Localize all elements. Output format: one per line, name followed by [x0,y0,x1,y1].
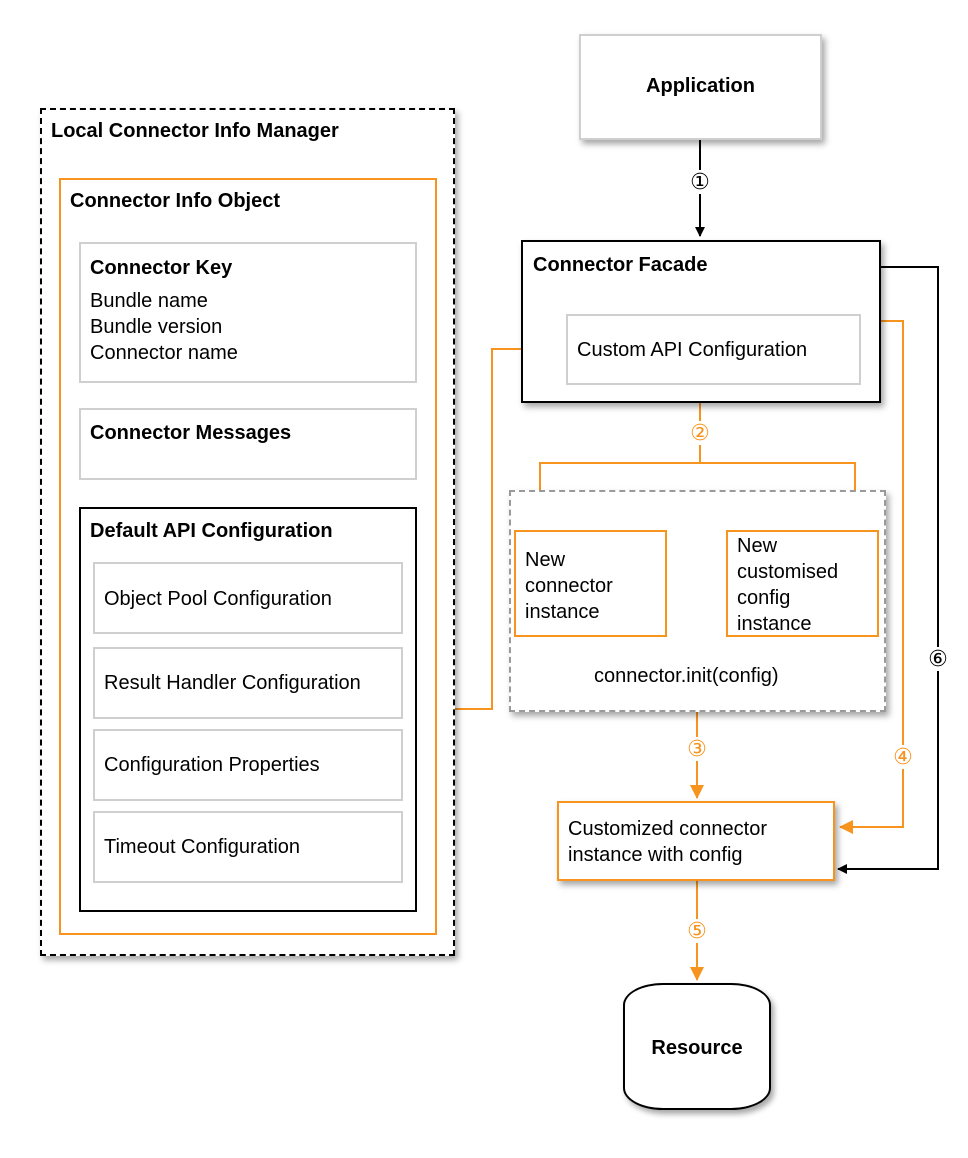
connector-messages-title: Connector Messages [90,422,292,444]
step-1-label: ① [685,170,715,194]
config-item-result-handler: Result Handler Configuration [93,647,403,719]
custom-api-config-label: Custom API Configuration [577,339,808,361]
connector-key-box: Connector Key Bundle name Bundle version… [79,242,417,383]
connector-key-line: Bundle version [90,316,223,338]
step-6-label: ⑥ [923,647,953,671]
step-4-label: ④ [888,745,918,769]
config-item-label: Object Pool Configuration [104,588,332,610]
config-item-label: Result Handler Configuration [104,672,361,694]
step-3-label: ③ [682,737,712,761]
new-connector-line: New [525,549,566,571]
default-api-config-title: Default API Configuration [90,520,333,542]
new-config-line: instance [737,613,812,635]
new-config-line: New [737,535,778,557]
new-connector-instance-box: New connector instance [514,530,667,637]
application-label: Application [646,75,755,97]
config-item-timeout: Timeout Configuration [93,811,403,883]
new-connector-line: connector [525,575,613,597]
customized-line: Customized connector [568,818,767,840]
connector-key-line: Bundle name [90,290,208,312]
application-box: Application [579,34,822,140]
init-call-label: connector.init(config) [594,663,779,689]
resource-box: Resource [623,983,771,1110]
info-object-title: Connector Info Object [70,190,280,212]
connector-key-line: Connector name [90,342,238,364]
step-5-label: ⑤ [682,919,712,943]
info-manager-title: Local Connector Info Manager [51,120,339,142]
new-config-line: config [737,587,791,609]
connector-messages-box: Connector Messages [79,408,417,480]
step-2-label: ② [685,421,715,445]
resource-label: Resource [651,1037,743,1059]
config-item-object-pool: Object Pool Configuration [93,562,403,634]
custom-api-config-box: Custom API Configuration [566,314,861,385]
new-config-instance-box: New customised config instance [726,530,879,637]
new-connector-line: instance [525,601,600,623]
arrow-4 [839,320,904,834]
new-config-line: customised [737,561,839,583]
customized-line: instance with config [568,844,743,866]
connector-key-title: Connector Key [90,257,233,279]
arrow-6 [837,266,939,874]
config-item-label: Configuration Properties [104,754,320,776]
config-item-properties: Configuration Properties [93,729,403,801]
config-item-label: Timeout Configuration [104,836,301,858]
customized-connector-box: Customized connector instance with confi… [557,801,835,881]
connector-facade-title: Connector Facade [533,254,708,276]
